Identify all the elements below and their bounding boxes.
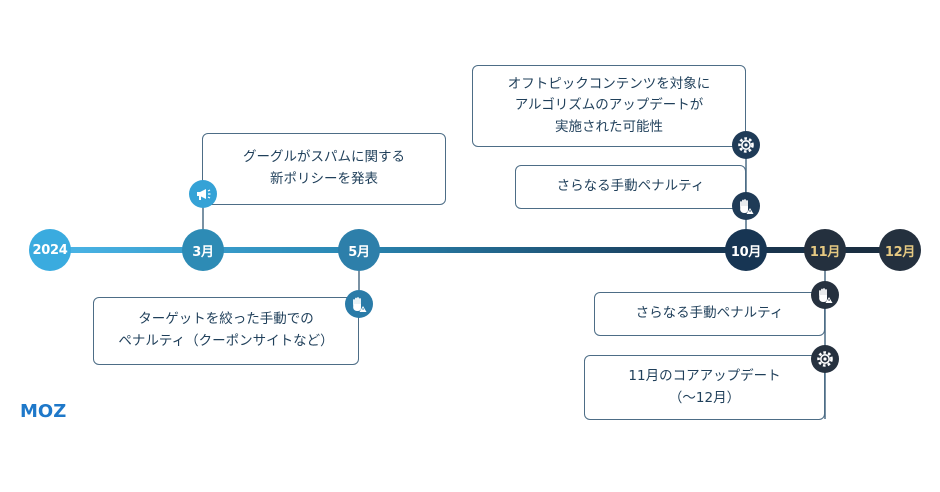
moz-logo: MOZ (20, 401, 67, 422)
node-label-may: 5月 (348, 244, 370, 260)
node-march (182, 229, 224, 271)
node-label-november: 11月 (809, 244, 841, 260)
timeline-line (50, 247, 900, 253)
node-label-march: 3月 (192, 244, 214, 260)
event-card-off-topic-update: オフトピックコンテンツを対象に アルゴリズムのアップデートが 実施された可能性 (472, 65, 746, 147)
node-november (804, 229, 846, 271)
node-october (725, 229, 767, 271)
hand-warning-icon (732, 192, 760, 220)
node-2024 (29, 229, 71, 271)
event-card-manual-penalty-nov: さらなる手動ペナルティ (594, 292, 825, 336)
event-card-manual-penalty-oct: さらなる手動ペナルティ (515, 165, 746, 209)
node-label-december: 12月 (884, 244, 916, 260)
node-may (338, 229, 380, 271)
node-december (879, 229, 921, 271)
event-card-spam-policy: グーグルがスパムに関する 新ポリシーを発表 (202, 133, 446, 205)
gear-icon (732, 131, 760, 159)
hand-warning-icon (811, 281, 839, 309)
megaphone-icon (189, 180, 217, 208)
node-label-2024: 2024 (32, 242, 68, 258)
event-card-targeted-penalty: ターゲットを絞った手動での ペナルティ（クーポンサイトなど） (93, 297, 359, 365)
event-card-core-update: 11月のコアアップデート （〜12月） (584, 355, 825, 420)
hand-warning-icon (345, 290, 373, 318)
node-label-october: 10月 (730, 244, 762, 260)
gear-icon (811, 345, 839, 373)
